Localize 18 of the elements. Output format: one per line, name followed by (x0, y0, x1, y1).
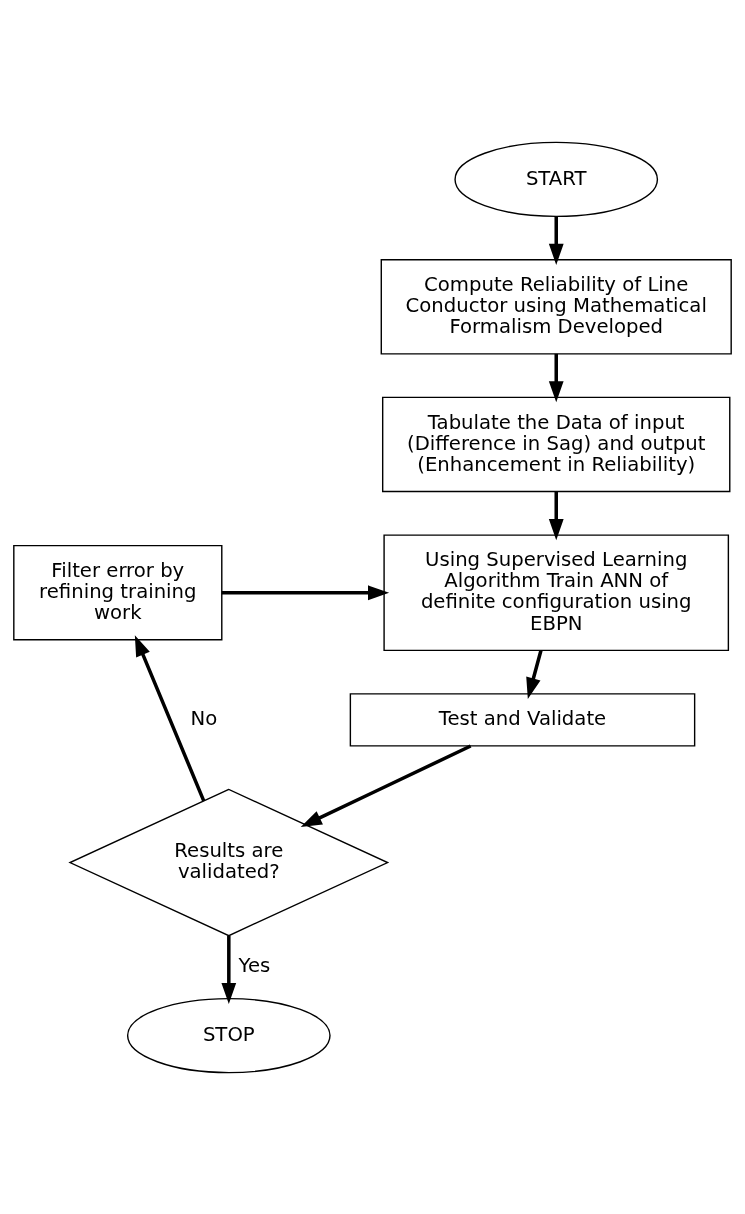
node-box: Filter error by refining training work (13, 544, 223, 640)
node-ellipse: STOP (126, 997, 331, 1073)
node-box: Compute Reliability of Line Conductor using Mathematical Formalism Developed (380, 258, 732, 355)
arrow (548, 215, 564, 265)
arrow (221, 584, 390, 600)
arrow (526, 649, 543, 699)
node-diamond: Results are validated? (68, 788, 390, 936)
node-box: Using Supervised Learning Algorithm Train ANN of definite configuration using EBPN (383, 533, 730, 651)
node-box: Tabulate the Data of input (Difference in Sag) and output (Enhancement in Reliability) (382, 396, 731, 492)
arrow (300, 743, 472, 827)
arrow (548, 353, 564, 402)
node-box: Test and Validate (349, 692, 696, 747)
edge-label: No (190, 706, 218, 730)
edge-label: Yes (238, 953, 271, 977)
arrow (221, 935, 237, 1004)
node-ellipse: START (454, 141, 659, 217)
arrow (548, 491, 564, 540)
arrow (134, 634, 206, 801)
